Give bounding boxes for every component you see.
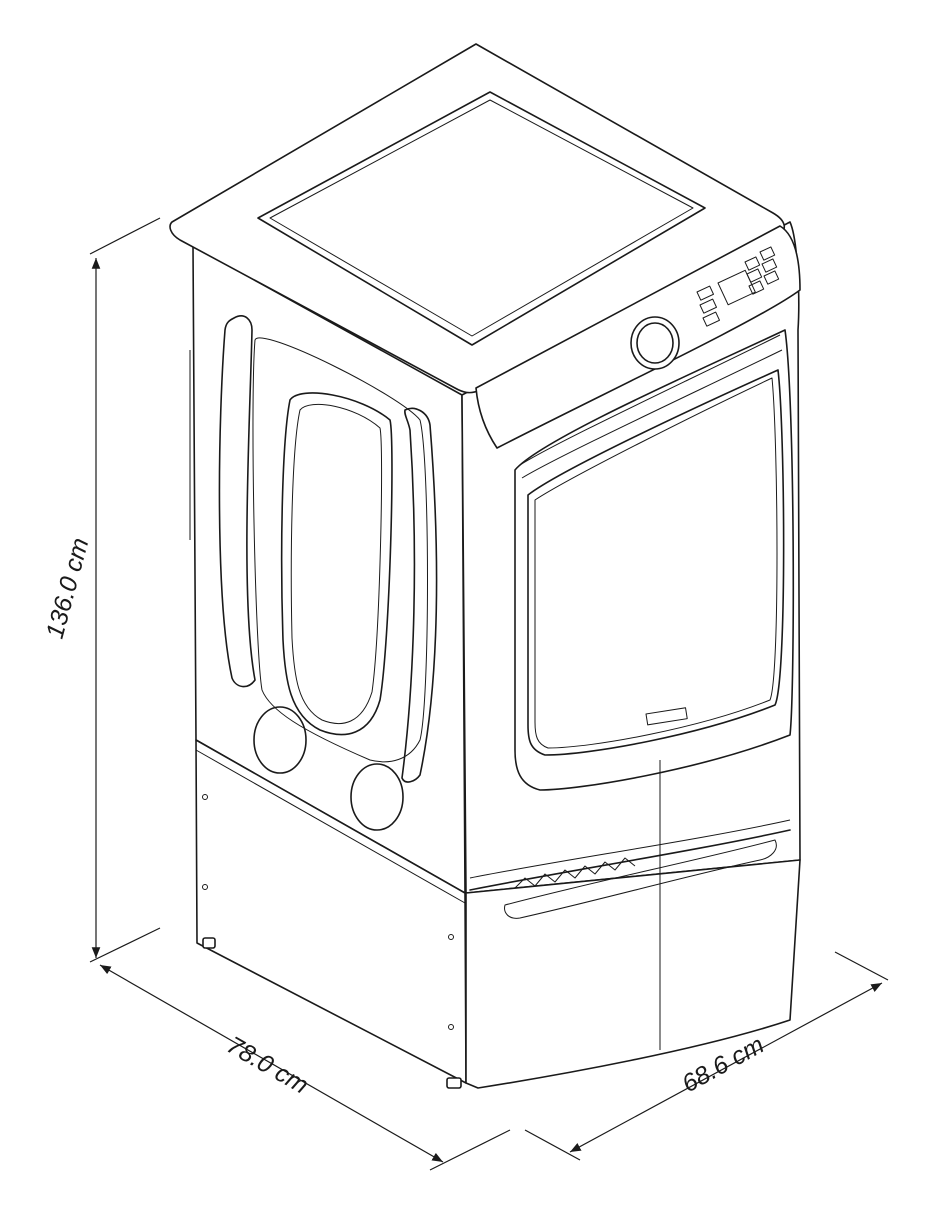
foot-left [202, 937, 216, 949]
dimension-height: 136.0 cm [41, 217, 161, 963]
side-stripe-right [401, 407, 438, 783]
top-recess [257, 91, 706, 346]
door-window [527, 369, 785, 756]
side-porthole-1 [253, 706, 307, 774]
foot-right [446, 1077, 462, 1089]
dial-knob [630, 316, 680, 370]
side-porthole-2 [350, 763, 404, 831]
brand-badge [645, 707, 688, 726]
depth-label: 78.0 cm [222, 1031, 313, 1100]
control-panel [696, 246, 780, 327]
washer-illustration [169, 43, 801, 1089]
side-window [280, 392, 393, 736]
height-label: 136.0 cm [41, 535, 95, 642]
pedestal-handle [504, 839, 777, 919]
vent-grille [514, 857, 636, 889]
side-stripe-left [218, 315, 256, 688]
